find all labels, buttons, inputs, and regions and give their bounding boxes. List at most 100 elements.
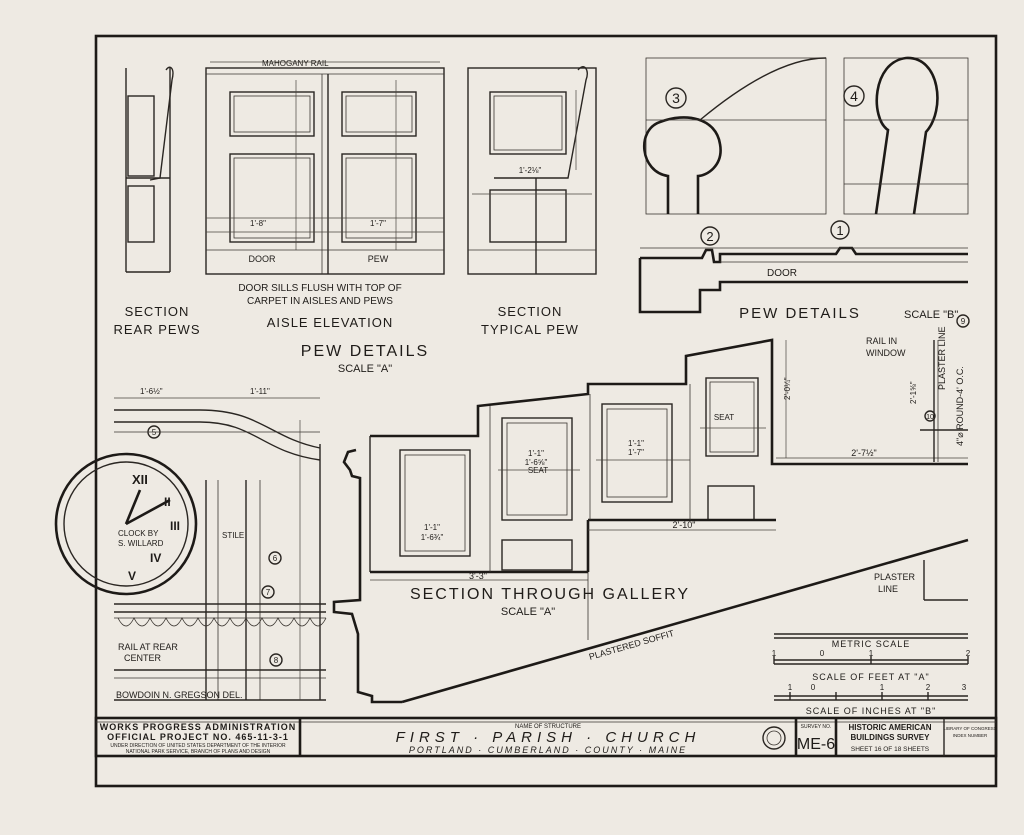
callout-10: 10	[926, 414, 934, 421]
metric-tick-label: 2	[966, 649, 971, 658]
loc-line-2: INDEX NUMBER	[953, 733, 988, 738]
door-label-b: DOOR	[767, 268, 797, 279]
structure-location: PORTLAND · CUMBERLAND · COUNTY · MAINE	[409, 745, 687, 755]
aisle-elevation-drawing	[205, 61, 445, 275]
svg-text:IV: IV	[150, 551, 161, 565]
plaster-line-note-2: LINE	[878, 584, 898, 594]
callout-4: 4	[850, 88, 858, 104]
section-typical-pew-drawing	[467, 66, 597, 275]
aisle-elevation-label: AISLE ELEVATION	[267, 315, 394, 330]
dim-label: 1'-6¾"	[421, 533, 444, 542]
rail-in-window-note-1: RAIL IN	[866, 336, 897, 346]
callout-1: 1	[836, 223, 843, 238]
habs-line-1: HISTORIC AMERICAN	[848, 723, 931, 732]
dim-label: 1'-1"	[424, 523, 440, 532]
round-spacing-note: 4"⌀ ROUND-4' O.C.	[955, 366, 965, 446]
metric-tick-label: 1	[772, 649, 777, 658]
dim-label: 1'-2⅛"	[519, 166, 542, 175]
section-rear-pews-drawing	[125, 66, 174, 273]
callout-7: 7	[266, 588, 271, 597]
callout-5: 5	[152, 428, 157, 437]
habs-line-2: BUILDINGS SURVEY	[851, 733, 931, 742]
feet-scale-label: SCALE OF FEET AT "A"	[812, 672, 929, 682]
survey-number: ME-6	[797, 736, 835, 753]
svg-text:V: V	[128, 569, 136, 583]
pew-details-a-scale: SCALE "A"	[338, 363, 392, 375]
door-sills-note-2: CARPET IN AISLES AND PEWS	[247, 296, 393, 307]
section-typical-pew-label-1: SECTION	[498, 304, 563, 319]
callout-9: 9	[961, 317, 966, 326]
seat-label-1: SEAT	[528, 466, 548, 475]
delineator-note: BOWDOIN N. GREGSON DEL.	[116, 690, 243, 700]
pew-details-b-scale: SCALE "B"	[904, 309, 958, 321]
gallery-section-title: SECTION THROUGH GALLERY	[410, 586, 690, 603]
metric-scale-label: METRIC SCALE	[832, 639, 911, 649]
callout-markers: 3 4 2 1 9 10 5 6 7 8	[147, 85, 970, 667]
dim-label: 2'-10"	[673, 520, 696, 530]
gallery-front-elevation	[114, 397, 327, 701]
rail-at-rear-note-2: CENTER	[124, 653, 162, 663]
clock-by-note-2: S. WILLARD	[118, 539, 164, 548]
dim-label: 1'-8"	[250, 219, 266, 228]
clock-by-note-1: CLOCK BY	[118, 529, 159, 538]
inches-scale-label: SCALE OF INCHES AT "B"	[806, 706, 937, 716]
pew-label-a: PEW	[368, 254, 389, 264]
wpa-line-3: UNDER DIRECTION OF UNITED STATES DEPARTM…	[110, 743, 286, 749]
callout-3: 3	[672, 90, 680, 106]
section-rear-pews-label-1: SECTION	[125, 304, 190, 319]
dim-label: 1'-1"	[628, 439, 644, 448]
pew-details-b-title: PEW DETAILS	[739, 305, 861, 322]
wpa-line-4: NATIONAL PARK SERVICE, BRANCH OF PLANS A…	[126, 749, 271, 755]
mahogany-rail-note: MAHOGANY RAIL	[262, 59, 329, 68]
section-typical-pew-label-2: TYPICAL PEW	[481, 322, 579, 337]
pew-detail-4-profile	[843, 56, 969, 215]
metric-tick-label: 0	[820, 649, 825, 658]
dim-label: 1'-11"	[250, 387, 270, 396]
door-label-a: DOOR	[249, 254, 277, 264]
svg-text:II: II	[164, 495, 171, 509]
dim-label: 3'-3"	[469, 571, 487, 581]
dim-label: 1'-6½"	[140, 387, 163, 396]
plaster-line-note-1: PLASTER	[874, 572, 916, 582]
seal-icon	[762, 726, 786, 750]
dim-label: 1'-6⅝"	[525, 458, 548, 467]
callout-2: 2	[706, 229, 713, 244]
sheet-number: SHEET 16 OF 18 SHEETS	[851, 746, 930, 753]
metric-tick-label: 1	[869, 649, 874, 658]
wpa-line-1: WORKS PROGRESS ADMINISTRATION	[100, 722, 297, 732]
title-block	[94, 716, 998, 758]
pew-details-a-title: PEW DETAILS	[301, 343, 429, 360]
gallery-section-scale: SCALE "A"	[501, 606, 555, 618]
loc-line-1: LIBRARY OF CONGRESS	[943, 726, 997, 731]
dim-label: 1'-1"	[528, 449, 544, 458]
survey-no-caption: SURVEY NO.	[801, 724, 832, 730]
callout-6: 6	[273, 554, 278, 563]
feet-tick-label: 3	[962, 683, 967, 692]
callout-8: 8	[274, 656, 279, 665]
plaster-line-vertical-note: PLASTER LINE	[937, 326, 947, 390]
dim-label: 2'-1⅝"	[909, 381, 918, 404]
dim-label: 2'-7½"	[851, 448, 876, 458]
pew-detail-3-profile	[643, 57, 827, 215]
wpa-line-2: OFFICIAL PROJECT NO. 465-11-3-1	[107, 732, 289, 742]
svg-text:XII: XII	[132, 472, 148, 487]
feet-tick-label: 0	[811, 683, 816, 692]
clock-face-icon: XII III IV V II	[54, 452, 198, 596]
feet-tick-label: 2	[926, 683, 931, 692]
feet-tick-label: 1	[880, 683, 885, 692]
stile-note: STILE	[222, 531, 244, 540]
dim-label: 1'-7"	[370, 219, 386, 228]
sheet-border	[94, 34, 998, 788]
section-rear-pews-label-2: REAR PEWS	[113, 322, 200, 337]
structure-name-caption: NAME OF STRUCTURE	[515, 724, 581, 730]
gallery-section-drawing	[332, 338, 969, 704]
dim-label: 1'-7"	[628, 448, 644, 457]
structure-name: FIRST · PARISH · CHURCH	[396, 729, 701, 746]
door-sills-note-1: DOOR SILLS FLUSH WITH TOP OF	[238, 283, 401, 294]
svg-text:III: III	[170, 519, 180, 533]
feet-tick-label: 1	[788, 683, 793, 692]
rail-in-window-note-2: WINDOW	[866, 348, 906, 358]
dim-label: 2'-0¼"	[783, 377, 792, 400]
